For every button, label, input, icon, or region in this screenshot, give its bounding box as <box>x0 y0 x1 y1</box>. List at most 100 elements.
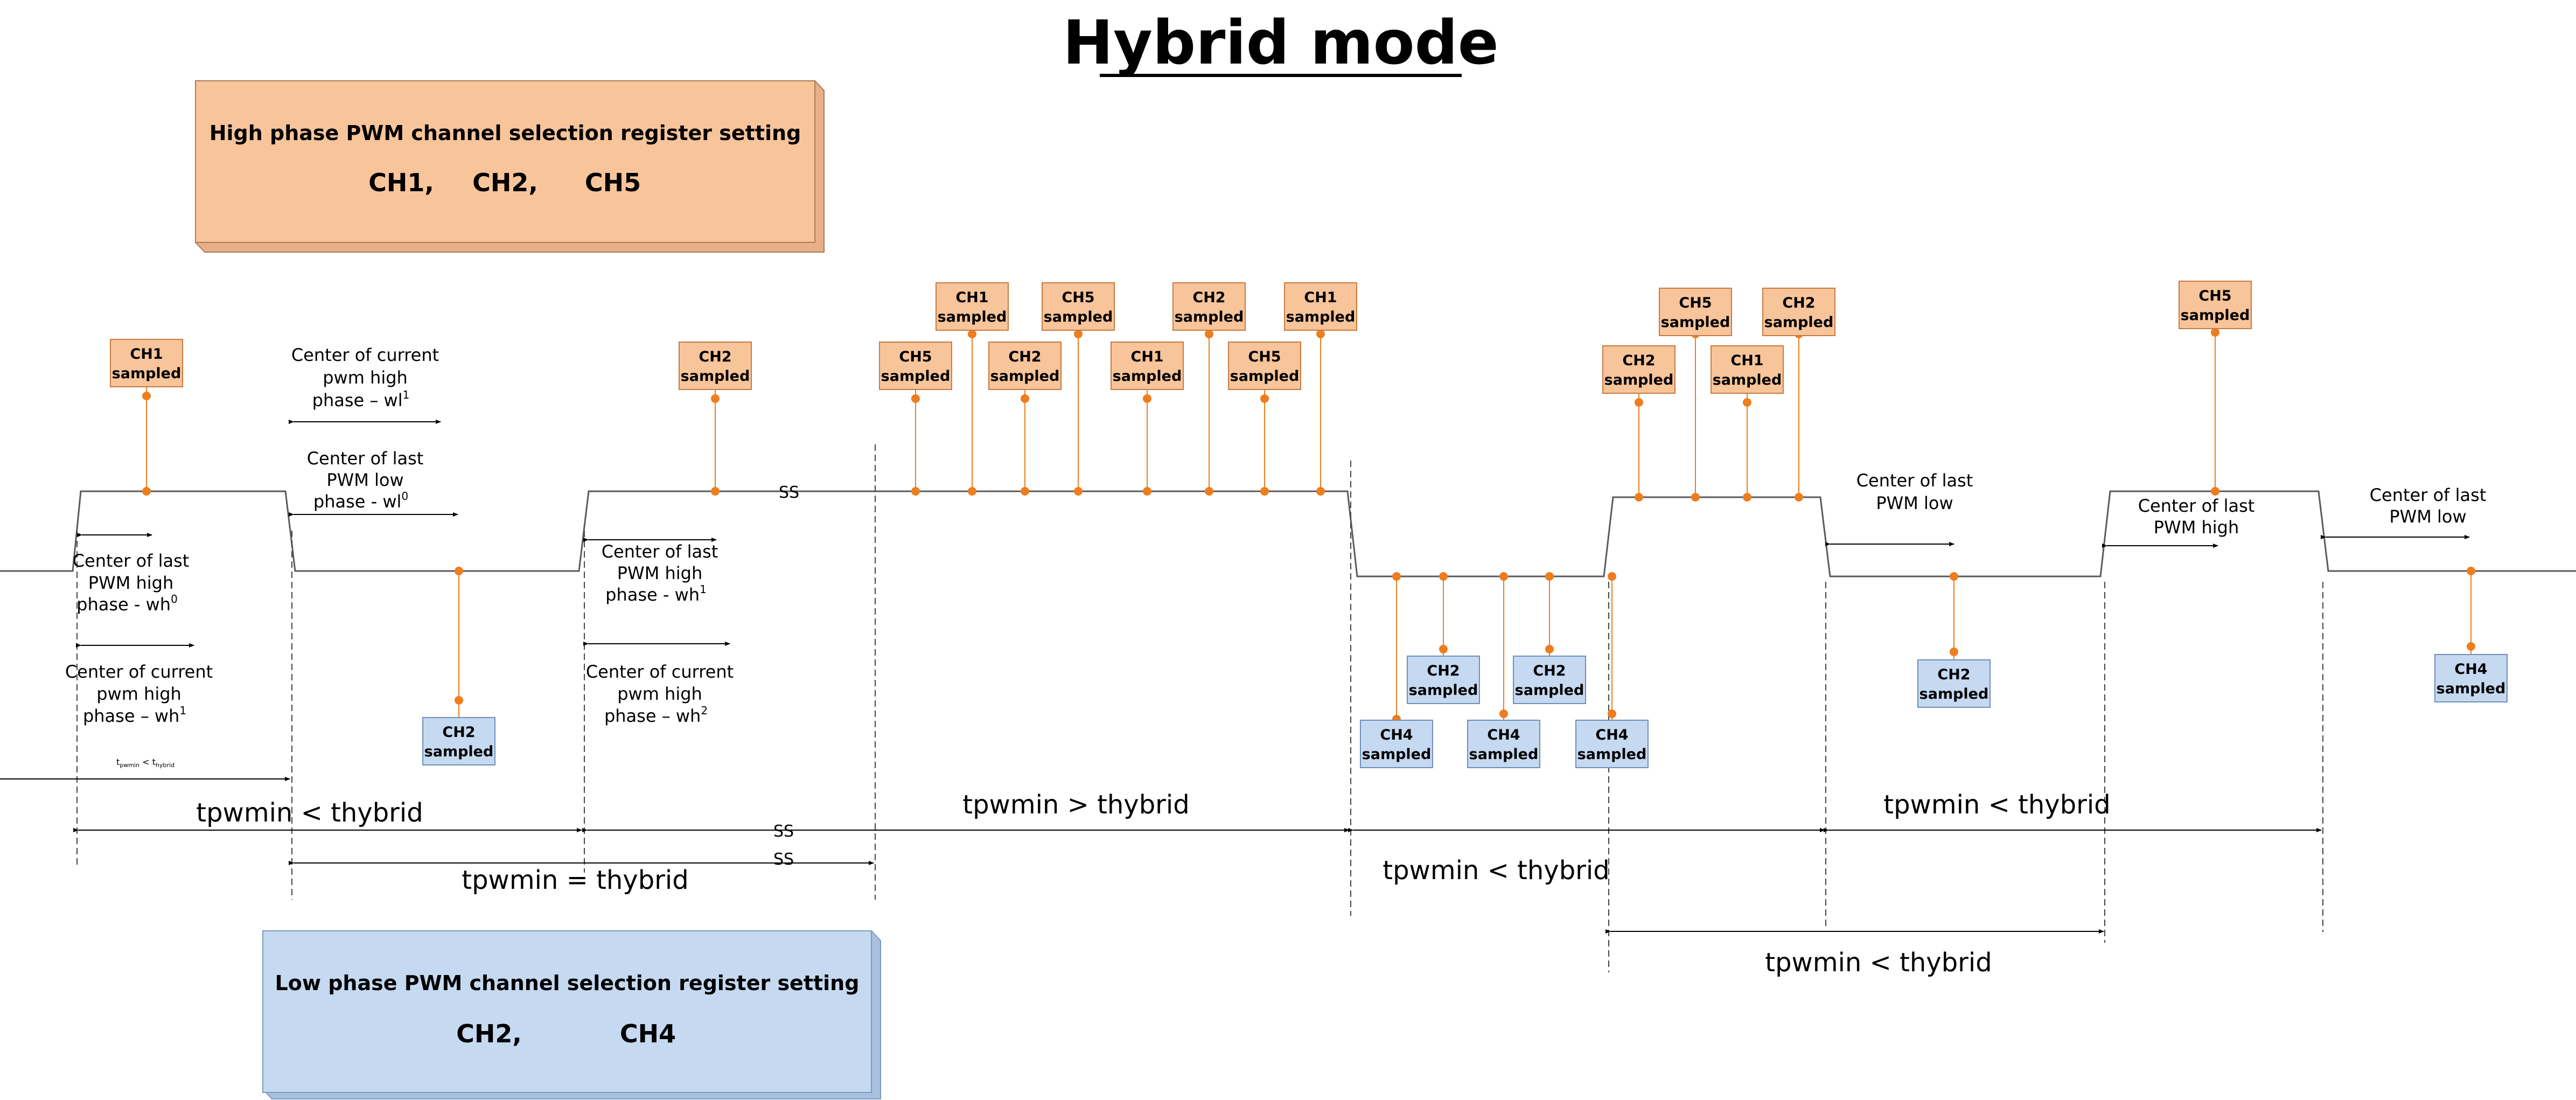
sample-point <box>1143 487 1151 496</box>
high-sample-box <box>1172 282 1246 331</box>
sample-channel-label: CH5 <box>2198 288 2231 304</box>
sample-channel-label: CH5 <box>899 349 932 365</box>
sample-dot <box>1545 645 1554 653</box>
annotation-superscript: 1 <box>403 388 410 401</box>
relation-mid: < t <box>139 757 156 767</box>
sample-point <box>711 487 720 496</box>
sample-channel-label: CH5 <box>1248 349 1281 365</box>
annotation-current-high-wh2: Center of current pwm high phase – wh2 <box>583 642 734 726</box>
annotation-superscript: 0 <box>171 593 178 605</box>
sample-status-label: sampled <box>112 365 181 382</box>
sample-dot <box>1635 398 1643 407</box>
sample-point <box>911 487 920 496</box>
sample-status-label: sampled <box>1175 309 1244 325</box>
sample-status-label: sampled <box>1764 314 1834 331</box>
annotation-last-low-3: Center of last PWM low <box>2321 485 2487 539</box>
low-phase-heading: Low phase PWM channel selection register… <box>275 971 860 995</box>
sample-point <box>1316 487 1325 496</box>
sample-channel-label: CH1 <box>130 346 163 363</box>
low-sample-box <box>1575 720 1649 768</box>
annotation-small-relation: tpwmin < thybrid <box>0 757 290 781</box>
annotation-line: Center of last <box>307 448 424 469</box>
sample-dot <box>1499 709 1508 718</box>
sample-dot <box>1260 394 1269 403</box>
annotation-line: Center of current <box>291 345 439 365</box>
low-phase-channel-1: CH2, <box>456 1019 522 1048</box>
annotation-line: PWM high <box>2154 517 2239 538</box>
annotation-line: Center of last <box>602 541 718 562</box>
annotation-line: Center of current <box>586 662 734 682</box>
sample-dot <box>2211 328 2219 337</box>
annotation-line: Center of last <box>2370 485 2487 505</box>
sample-channel-label: CH4 <box>1380 727 1413 743</box>
sample-status-label: sampled <box>2181 307 2250 324</box>
relation-2: tpwmin = thybrid <box>462 865 688 895</box>
small-relation-text: tpwmin < thybrid <box>116 757 174 769</box>
sample-point <box>1608 572 1616 581</box>
high-sample-box <box>2179 281 2252 329</box>
high-sample-box <box>110 339 183 387</box>
high-sample-box <box>1602 345 1676 394</box>
sample-dot <box>1316 330 1325 338</box>
sample-channel-label: CH2 <box>442 724 475 741</box>
sample-dot <box>711 394 720 403</box>
sample-point <box>968 487 976 496</box>
sample-dot <box>1074 330 1083 338</box>
annotation-line: phase - wl0 <box>313 490 408 512</box>
annotation-text: phase – wh <box>83 706 179 726</box>
annotation-line: PWM low <box>2389 506 2466 527</box>
annotation-line: Center of last <box>2138 496 2255 516</box>
sample-dot <box>1439 645 1448 653</box>
annotation-superscript: 1 <box>179 704 186 717</box>
sample-dot <box>455 696 463 705</box>
high-sample-box <box>1762 288 1835 336</box>
sample-point <box>1074 487 1083 496</box>
sample-point <box>1691 493 1700 502</box>
annotation-line: phase – wl1 <box>312 388 410 410</box>
sample-point <box>1635 493 1643 502</box>
high-sample-box <box>879 342 952 390</box>
low-sample-box <box>1360 720 1433 768</box>
low-sample-box <box>1917 659 1991 708</box>
sample-point <box>1545 572 1554 581</box>
annotation-text: phase - wh <box>76 594 171 615</box>
high-sample-box <box>936 282 1009 331</box>
sample-status-label: sampled <box>1113 368 1182 385</box>
high-phase-channel-2: CH2, <box>472 168 538 197</box>
annotation-line: PWM high <box>88 573 173 593</box>
sample-status-label: sampled <box>1044 309 1113 325</box>
sample-point <box>142 487 151 496</box>
annotation-line: phase – wh2 <box>604 704 708 726</box>
sample-status-label: sampled <box>424 743 494 760</box>
sample-channel-label: CH2 <box>699 349 731 365</box>
annotation-line: phase - wh0 <box>76 593 178 615</box>
annotation-last-high-2: Center of last PWM high <box>2102 496 2255 548</box>
sampling-markers: CH1sampledCH2sampledCH5sampledCH1sampled… <box>110 281 2508 768</box>
sample-point <box>1205 487 1213 496</box>
ss-break-2: SS <box>773 822 794 841</box>
sample-status-label: sampled <box>990 368 1060 385</box>
relation-sub: hybrid <box>156 762 174 769</box>
high-phase-heading: High phase PWM channel selection registe… <box>210 121 801 145</box>
annotation-text: phase – wh <box>604 706 701 726</box>
relation-1: tpwmin < thybrid <box>196 798 423 828</box>
sample-status-label: sampled <box>938 309 1007 325</box>
annotation-last-low-2: Center of last PWM low <box>1825 470 1973 546</box>
sample-channel-label: CH4 <box>2454 661 2487 678</box>
high-sample-box <box>1042 282 1115 331</box>
annotation-line: pwm high <box>323 367 408 388</box>
annotation-last-low-wl0: Center of last PWM low phase - wl0 <box>289 448 458 517</box>
annotation-line: PWM low <box>326 470 403 490</box>
sample-point <box>1021 487 1029 496</box>
sample-dot <box>911 394 920 403</box>
annotation-text: phase - wh <box>605 584 700 605</box>
sample-channel-label: CH4 <box>1595 727 1628 743</box>
sample-channel-label: CH2 <box>1782 295 1815 311</box>
sample-status-label: sampled <box>1286 309 1356 325</box>
high-sample-box <box>679 342 752 390</box>
sample-dot <box>2467 642 2475 651</box>
sample-channel-label: CH1 <box>955 289 988 306</box>
relation-4: tpwmin < thybrid <box>1883 790 2110 820</box>
sample-status-label: sampled <box>2437 680 2506 697</box>
